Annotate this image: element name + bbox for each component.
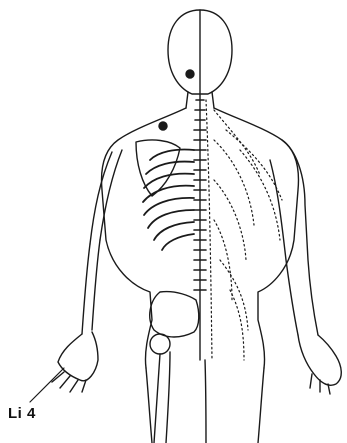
right-fingers — [310, 374, 330, 394]
acupoint-head — [186, 70, 194, 78]
nerve-dots — [206, 100, 282, 360]
scapula — [136, 140, 180, 196]
left-hand — [58, 332, 98, 381]
femur — [154, 352, 170, 443]
ribs — [143, 149, 194, 250]
pelvis — [150, 292, 199, 337]
acupoint-label-li4: Li 4 — [8, 405, 36, 422]
left-forearm — [82, 240, 100, 334]
leg-outline — [146, 360, 264, 443]
acupoint-pointer — [30, 368, 64, 402]
acupoint-shoulder — [159, 122, 167, 130]
hip-joint — [150, 334, 170, 354]
right-hand — [298, 335, 341, 385]
